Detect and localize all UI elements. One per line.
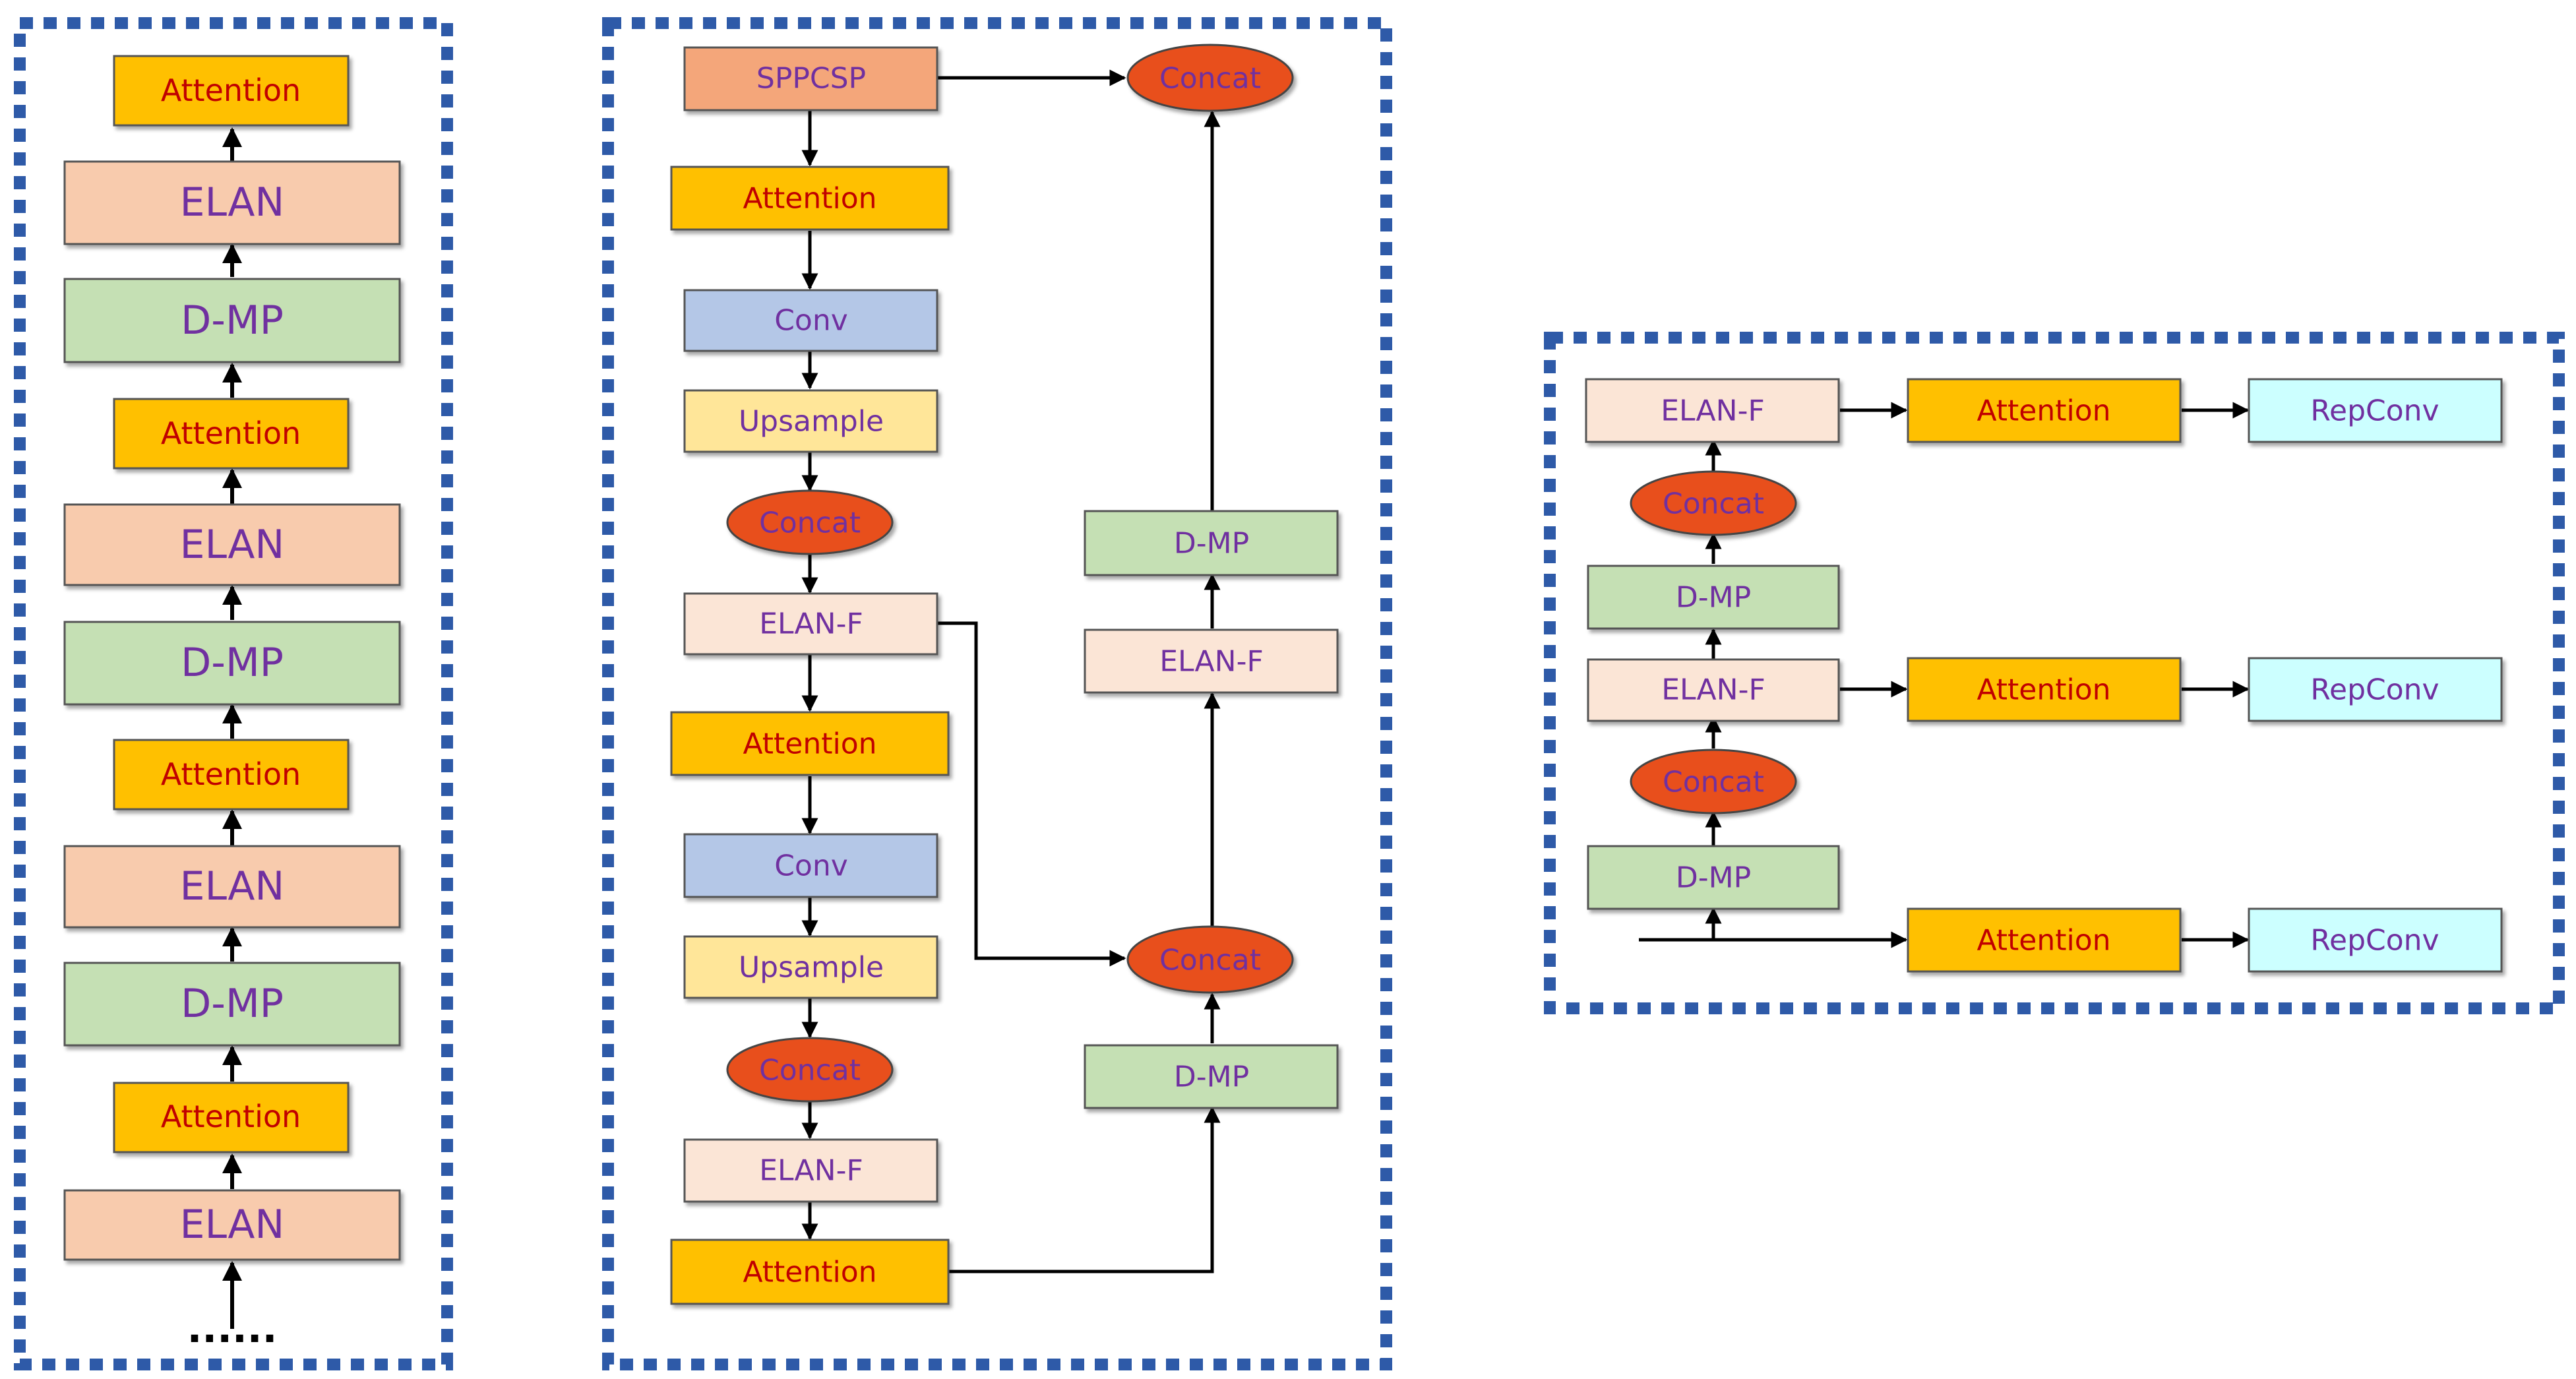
head-repconv-3: RepConv	[2248, 907, 2503, 973]
label: Conv	[774, 304, 848, 338]
neck-concat-top: Concat	[1126, 44, 1294, 112]
head-attention-2: Attention	[1907, 657, 2182, 722]
head-attention-3: Attention	[1907, 907, 2182, 973]
label: ELAN	[180, 179, 285, 226]
label: D-MP	[1676, 581, 1751, 615]
label: Concat	[759, 1054, 861, 1088]
head-dmp-1: D-MP	[1587, 565, 1840, 630]
head-concat-2: Concat	[1630, 749, 1797, 814]
label: D-MP	[1174, 527, 1249, 561]
neck-elanf-right: ELAN-F	[1084, 628, 1339, 694]
label: ELAN-F	[1661, 673, 1765, 707]
backbone-elan-4: ELAN	[63, 1189, 401, 1261]
backbone-border	[14, 17, 453, 1370]
label: Attention	[743, 727, 876, 761]
label: ELAN	[180, 522, 285, 568]
label: Attention	[743, 1256, 876, 1289]
backbone-attention-2: Attention	[113, 398, 350, 470]
backbone-input-dots: ......	[187, 1306, 278, 1352]
neck-upsample-1: Upsample	[683, 389, 938, 453]
neck-attention-2: Attention	[670, 711, 950, 776]
label: ELAN-F	[759, 607, 863, 641]
label: Concat	[1159, 944, 1261, 977]
head-elanf-2: ELAN-F	[1587, 658, 1840, 722]
backbone-attention-1: Attention	[113, 55, 350, 127]
backbone: Attention ELAN D-MP Attention ELAN D-MP …	[63, 55, 401, 1352]
label: D-MP	[181, 297, 284, 344]
head-connectors	[1639, 402, 2250, 948]
label: Attention	[1977, 394, 2110, 428]
backbone-dmp-3: D-MP	[63, 962, 401, 1047]
label: ELAN-F	[1159, 645, 1264, 679]
neck-concat-1: Concat	[726, 489, 894, 555]
neck-connectors	[801, 69, 1221, 1273]
head-elanf-1: ELAN-F	[1585, 378, 1840, 443]
backbone-dmp-1: D-MP	[63, 278, 401, 363]
label: ELAN-F	[1661, 394, 1765, 428]
label: Concat	[759, 506, 861, 540]
label: Concat	[1663, 766, 1764, 799]
neck-border	[602, 17, 1392, 1370]
head-concat-1: Concat	[1630, 470, 1797, 536]
label: Concat	[1159, 62, 1261, 96]
neck-dmp-top: D-MP	[1084, 510, 1339, 576]
label: Attention	[1977, 924, 2110, 958]
label: RepConv	[2310, 673, 2439, 707]
neck-dmp-bottom: D-MP	[1084, 1044, 1339, 1109]
head: ELAN-F Concat D-MP ELAN-F Concat D-MP At…	[1585, 378, 2503, 973]
label: D-MP	[1174, 1060, 1249, 1094]
neck-sppcsp: SPPCSP	[683, 46, 938, 111]
label: Upsample	[739, 405, 884, 439]
label: D-MP	[181, 640, 284, 686]
label: Attention	[161, 756, 301, 792]
label: Attention	[161, 73, 301, 108]
head-border	[1544, 332, 2565, 1014]
neck-elanf-1: ELAN-F	[683, 592, 938, 656]
label: ELAN	[180, 1202, 285, 1248]
backbone-attention-4: Attention	[113, 1082, 350, 1153]
neck-concat-2: Concat	[726, 1037, 894, 1103]
label: RepConv	[2310, 924, 2439, 958]
backbone-elan-3: ELAN	[63, 845, 401, 929]
backbone-dmp-2: D-MP	[63, 621, 401, 706]
head-repconv-2: RepConv	[2248, 657, 2503, 722]
neck-upsample-2: Upsample	[683, 935, 938, 999]
label: Attention	[1977, 673, 2110, 707]
head-attention-1: Attention	[1907, 378, 2182, 443]
backbone-attention-3: Attention	[113, 739, 350, 811]
label: RepConv	[2310, 394, 2439, 428]
label: ELAN	[180, 863, 285, 909]
neck: SPPCSP Concat Attention Conv Upsample Co…	[670, 44, 1339, 1305]
label: Concat	[1663, 487, 1764, 521]
label: ELAN-F	[759, 1154, 863, 1188]
label: D-MP	[181, 981, 284, 1027]
neck-concat-right: Concat	[1126, 925, 1294, 994]
label: Conv	[774, 849, 848, 883]
label: Upsample	[739, 951, 884, 985]
head-dmp-2: D-MP	[1587, 845, 1840, 910]
backbone-elan-2: ELAN	[63, 503, 401, 586]
backbone-elan-1: ELAN	[63, 160, 401, 245]
label: Attention	[161, 1099, 301, 1134]
label: D-MP	[1676, 861, 1751, 895]
neck-attention-1: Attention	[670, 166, 950, 231]
label: SPPCSP	[756, 62, 866, 96]
neck-conv-2: Conv	[683, 833, 938, 898]
label: Attention	[161, 415, 301, 451]
neck-elanf-2: ELAN-F	[683, 1138, 938, 1203]
head-repconv-1: RepConv	[2248, 378, 2503, 443]
label: Attention	[743, 182, 876, 216]
neck-attention-3: Attention	[670, 1239, 950, 1305]
neck-conv-1: Conv	[683, 289, 938, 352]
